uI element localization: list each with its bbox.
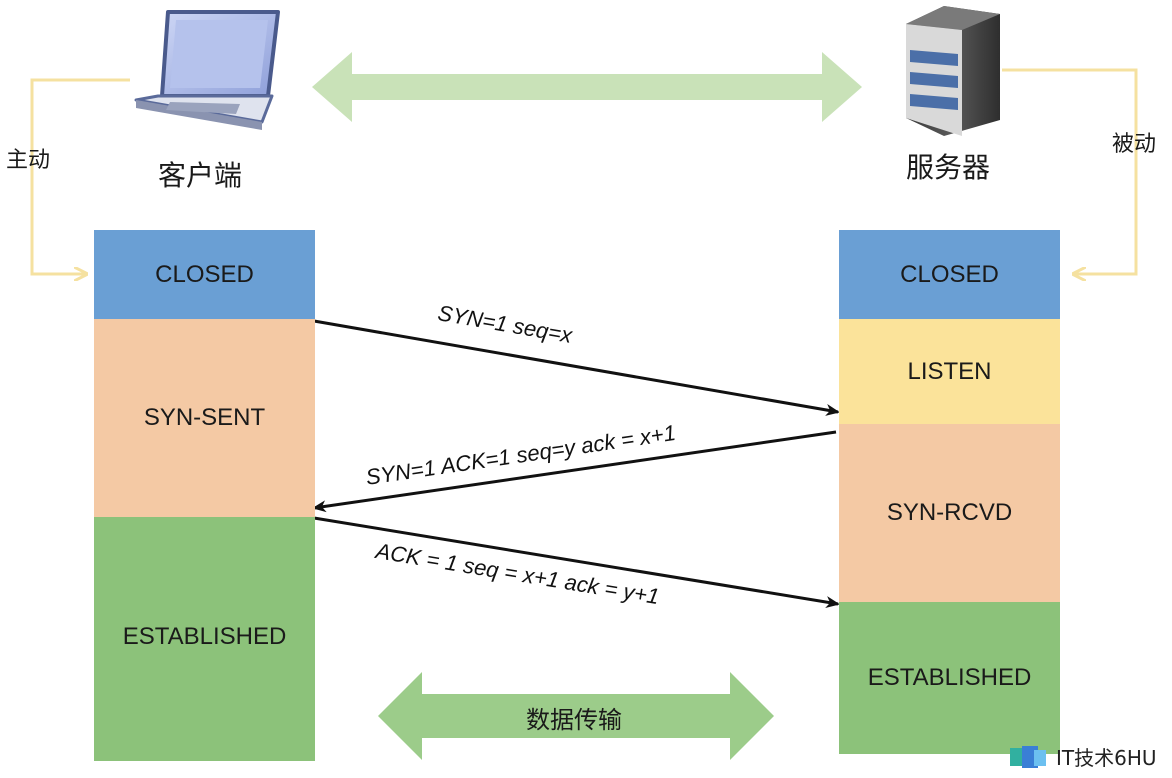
server-note-connector bbox=[1002, 68, 1138, 274]
client-state-established: ESTABLISHED bbox=[94, 517, 315, 761]
ack-arrow bbox=[313, 516, 840, 608]
watermark-logo-icon bbox=[1010, 745, 1046, 768]
server-label: 服务器 bbox=[906, 151, 991, 184]
syn-arrow bbox=[313, 319, 840, 416]
data-transfer-label: 数据传输 bbox=[526, 706, 622, 734]
watermark-text: IT技术6HU bbox=[1056, 746, 1157, 770]
server-state-syn-rcvd: SYN-RCVD bbox=[839, 424, 1060, 602]
server-passive-note: 被动 bbox=[1112, 132, 1157, 157]
data-transfer-arrow bbox=[378, 672, 774, 760]
client-state-closed: CLOSED bbox=[94, 230, 315, 319]
client-note-connector bbox=[30, 78, 130, 274]
top-double-arrow bbox=[312, 52, 862, 122]
server-state-listen: LISTEN bbox=[839, 319, 1060, 424]
client-label: 客户端 bbox=[158, 159, 243, 192]
syn-ack-arrow bbox=[312, 430, 837, 513]
client-initiative-note: 主动 bbox=[6, 148, 51, 173]
watermark: IT技术6HU bbox=[1010, 742, 1157, 771]
client-state-syn-sent: SYN-SENT bbox=[94, 319, 315, 517]
laptop-icon bbox=[134, 10, 280, 130]
server-state-established: ESTABLISHED bbox=[839, 602, 1060, 754]
server-state-closed: CLOSED bbox=[839, 230, 1060, 319]
server-icon bbox=[906, 6, 1000, 136]
